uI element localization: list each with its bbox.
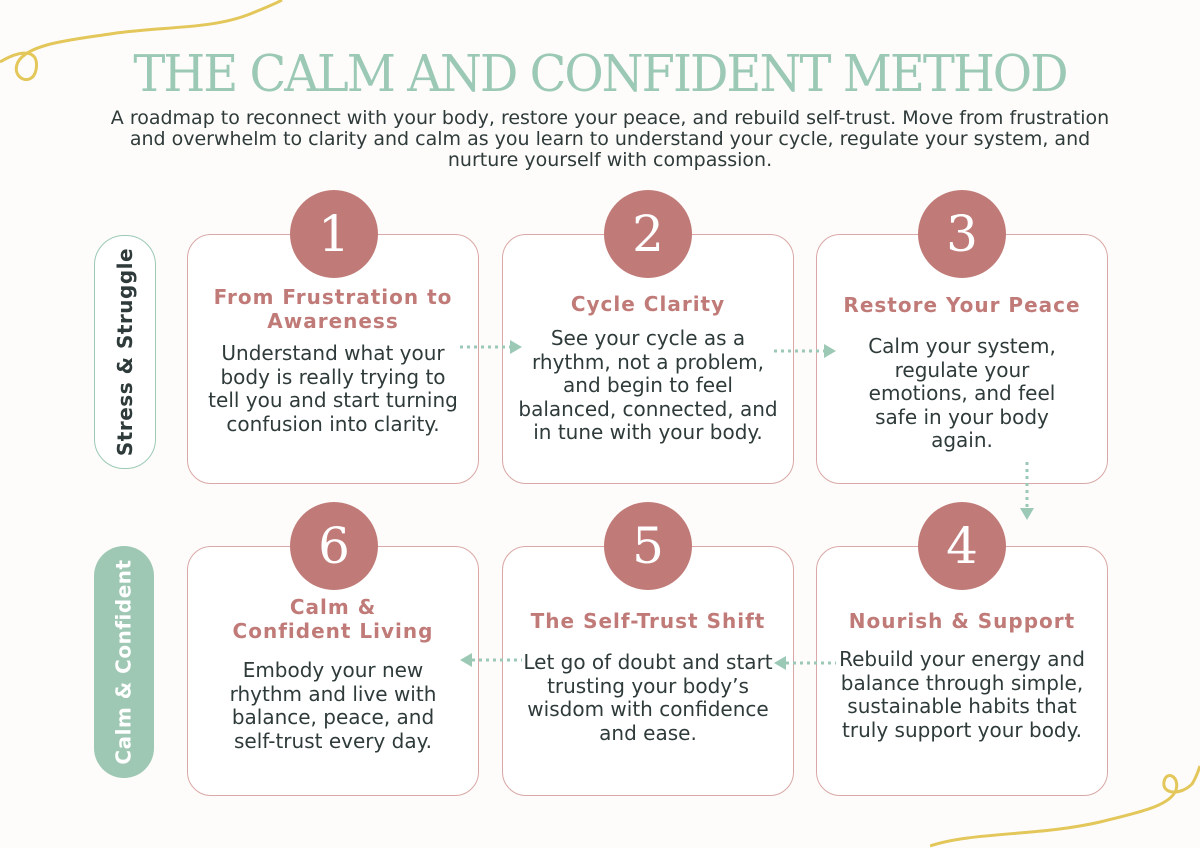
arrow-right-icon: [774, 344, 836, 358]
step-body: Rebuild your energy and balance through …: [839, 647, 1085, 742]
page-subtitle: A roadmap to reconnect with your body, r…: [110, 107, 1110, 171]
step-number-badge: 4: [918, 502, 1006, 590]
page-title: THE CALM AND CONFIDENT METHOD: [133, 44, 1068, 104]
step-number-badge: 3: [918, 190, 1006, 278]
step-title: Restore Your Peace: [843, 293, 1081, 317]
step-title: Calm & Confident Living: [232, 595, 434, 643]
step-title: From Frustration to Awareness: [213, 285, 453, 333]
step-number-badge: 2: [604, 190, 692, 278]
stage-label-stress: Stress & Struggle: [94, 235, 156, 469]
step-body: Embody your new rhythm and live with bal…: [229, 658, 437, 753]
step-body: Understand what your body is really tryi…: [208, 341, 458, 436]
step-number-badge: 1: [290, 190, 378, 278]
stage-label-calm-text: Calm & Confident: [112, 559, 137, 765]
step-body: Let go of doubt and start trusting your …: [523, 650, 773, 745]
step-title: The Self-Trust Shift: [530, 609, 766, 633]
arrow-left-icon: [774, 656, 836, 670]
step-number-badge: 6: [290, 502, 378, 590]
step-body: See your cycle as a rhythm, not a proble…: [518, 326, 778, 444]
stage-label-calm: Calm & Confident: [94, 546, 154, 778]
step-body: Calm your system, regulate your emotions…: [868, 334, 1056, 452]
arrow-left-icon: [460, 653, 522, 667]
step-title: Cycle Clarity: [570, 292, 726, 316]
gold-squiggle-top-left: [0, 0, 283, 82]
arrow-right-icon: [460, 340, 522, 354]
arrow-down-icon: [1020, 462, 1034, 520]
stage-label-stress-text: Stress & Struggle: [113, 247, 137, 457]
gold-squiggle-bottom-right: [930, 765, 1200, 848]
step-title: Nourish & Support: [848, 609, 1076, 633]
step-number-badge: 5: [604, 502, 692, 590]
